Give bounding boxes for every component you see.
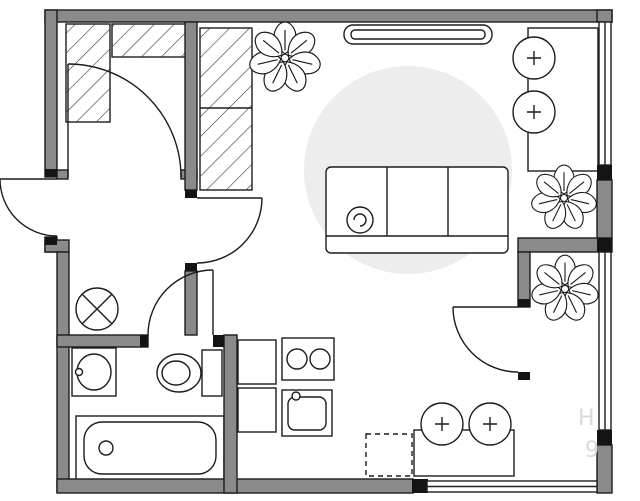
vent-shaft xyxy=(237,339,277,433)
wardrobe-top xyxy=(111,23,191,58)
doors xyxy=(0,63,519,373)
wardrobes xyxy=(65,23,253,191)
closet-door xyxy=(67,63,182,178)
wardrobe-corner xyxy=(65,23,111,123)
bathtub xyxy=(75,415,225,481)
window-right-upper xyxy=(598,21,612,166)
window-right-lower xyxy=(598,251,612,431)
planned-appliance-dashed xyxy=(365,433,413,477)
table-stool xyxy=(468,402,512,446)
windows xyxy=(426,21,612,493)
kitchen-room-door xyxy=(452,306,519,373)
entrance-door xyxy=(0,178,58,237)
tv-console xyxy=(343,24,493,45)
wardrobe-tall xyxy=(199,27,253,191)
watermark-line2: 9 xyxy=(585,438,599,463)
watermark: Н 9 xyxy=(578,406,599,463)
toilet xyxy=(156,349,223,397)
watermark-line1: Н xyxy=(578,406,595,431)
bathroom-sink xyxy=(71,347,117,397)
desk-stool xyxy=(512,90,556,134)
cooktop xyxy=(281,337,335,381)
desk-stool xyxy=(512,36,556,80)
sofa xyxy=(325,166,509,254)
table-stool xyxy=(420,402,464,446)
bathroom-door xyxy=(147,269,214,336)
sofa-pillow xyxy=(346,206,374,234)
window-bottom xyxy=(426,480,598,493)
living-room-door xyxy=(196,197,263,264)
washing-machine xyxy=(75,287,119,331)
wall-piers xyxy=(45,165,612,493)
kitchen-sink xyxy=(281,389,333,437)
furniture-layer xyxy=(71,24,599,481)
